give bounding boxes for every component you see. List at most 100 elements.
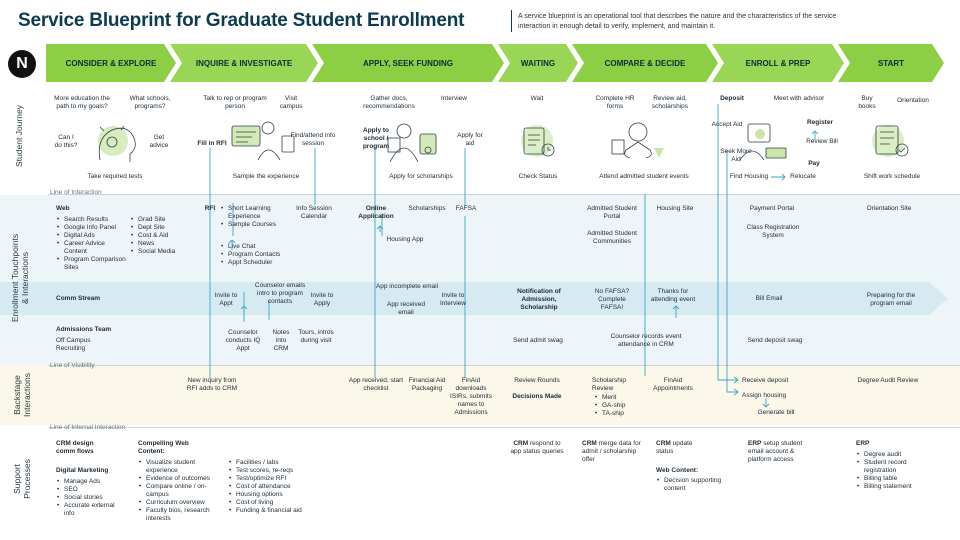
comm-counselor-emails: Counselor emails intro to program contac… (254, 282, 306, 305)
web-item: Google Info Panel (56, 224, 126, 232)
waiting-illustration (521, 125, 555, 157)
support-crm-merge: CRM merge data for admit / scholarship o… (582, 440, 641, 463)
inquire-step: Sample the experience (232, 173, 300, 180)
inquire-touch-item: Live Chat (220, 243, 296, 251)
enroll-relocate: Relocate (790, 173, 816, 180)
support-compelling: Compelling Web Content: (138, 440, 189, 455)
cw-item: Faculty bios, research interests (138, 507, 222, 523)
cw-item: Curriculum overview (138, 499, 222, 507)
apply-illustration (387, 123, 437, 163)
touch-housing-app: Housing App (386, 236, 424, 243)
backstage-degree-audit: Degree Audit Review (857, 377, 919, 384)
web-item: Social Media (130, 248, 190, 256)
admissions-tours: Tours, intros during visit (298, 329, 334, 344)
web-item: News (130, 240, 190, 248)
cw-item: Funding & financial aid (228, 507, 322, 515)
enroll-pay: Pay (808, 160, 820, 167)
line-of-visibility (48, 365, 960, 366)
start-b: Orientation (897, 97, 929, 104)
touch-housing-site: Housing Site (656, 205, 694, 212)
compare-b: Review aid, scholarships (651, 95, 689, 110)
phase-apply: APPLY, SEEK FUNDING (312, 44, 504, 82)
support-digital-marketing: Digital Marketing (56, 467, 109, 474)
web-item: Dept Site (130, 224, 190, 232)
comm-stream-band (0, 282, 948, 315)
journey-band (0, 83, 960, 193)
cw-item: Housing options (228, 491, 322, 499)
phase-inquire: INQUIRE & INVESTIGATE (170, 44, 318, 82)
support-erp-list: Degree audit Student record registration… (856, 451, 936, 491)
inquire-touch-item: Program Contacts (220, 251, 296, 259)
touch-admitted-portal: Admitted Student Portal (587, 205, 637, 220)
admissions-send-swag: Send admit swag (513, 337, 563, 344)
admissions-send-deposit-swag: Send deposit swag (747, 337, 803, 344)
dm-item: Social stories (56, 494, 126, 502)
cw-item: Test/optimize RFI (228, 475, 322, 483)
apply-c: Apply to school / program (362, 127, 390, 150)
consider-step: Take required tests (87, 173, 143, 180)
backstage-fin-aid-pack: Financial Aid Packaging (408, 377, 446, 392)
inquire-touch-item: Sample Courses (220, 221, 286, 229)
apply-b: Interview (440, 95, 467, 102)
wc-item: Decision supporting content (656, 477, 730, 493)
support-cw-list-1: Visualize student experience Evidence of… (138, 459, 222, 523)
web-item: Program Comparison Sites (56, 256, 126, 272)
dm-item: Manage Ads (56, 478, 126, 486)
touch-admitted-communities: Admitted Student Communities (587, 230, 637, 245)
phase-compare: COMPARE & DECIDE (572, 44, 718, 82)
page-title: Service Blueprint for Graduate Student E… (18, 10, 465, 31)
touch-payment-portal: Payment Portal (749, 205, 795, 212)
web-item: Digital Ads (56, 232, 126, 240)
line-of-visibility-label: Line of Visibility (50, 362, 95, 369)
touch-scholarships: Scholarships (408, 205, 446, 212)
phase-consider: CONSIDER & EXPLORE (46, 44, 176, 82)
inquire-fill-rfi: Fill in RFI (197, 140, 227, 147)
cw-item: Test scores, re-reqs (228, 467, 322, 475)
consider-q4: Get advice (149, 134, 169, 149)
inquire-d: Find/attend info session (290, 132, 336, 147)
touch-inquire-list-1: Short Learning Experience Sample Courses (220, 205, 286, 229)
backstage-finaid-appts: FinAid Appointments (653, 377, 693, 392)
cw-item: Facilities / labs (228, 459, 322, 467)
touch-rfi: RFI (204, 205, 216, 212)
title-divider (511, 10, 512, 32)
touch-fafsa: FAFSA (455, 205, 477, 212)
backstage-band (0, 365, 960, 425)
erp-item: Degree audit (856, 451, 936, 459)
backstage-finaid-downloads: FinAid downloads ISIRs, submits names to… (450, 377, 492, 416)
comm-preparing: Preparing for the program email (866, 292, 916, 307)
scholarship-item: GA-ship (594, 402, 638, 410)
admissions-counselor-records: Counselor records event attendance in CR… (610, 333, 682, 348)
scholarship-item: Merit (594, 394, 638, 402)
enroll-register: Register (806, 119, 833, 126)
admissions-team-title: Admissions Team (56, 326, 112, 333)
support-cw-list-2: Facilities / labs Test scores, re-reqs T… (228, 459, 322, 515)
apply-d: Apply for aid (457, 132, 483, 147)
comm-thanks-event: Thanks for attending event (650, 288, 696, 303)
admissions-off-campus: Off Campus Recruiting (56, 337, 91, 352)
page-description: A service blueprint is an operational to… (518, 13, 837, 30)
scholarship-item: TA-ship (594, 410, 638, 418)
line-of-internal-interaction (48, 427, 960, 428)
support-crm-respond: CRM respond to app status queries (510, 440, 564, 455)
backstage-generate-bill: Generate bill (757, 409, 795, 416)
enroll-find-housing: Find Housing (729, 173, 769, 180)
touch-orientation-site: Orientation Site (866, 205, 912, 212)
comm-stream-title: Comm Stream (56, 295, 101, 302)
touch-class-reg: Class Registration System (746, 224, 800, 239)
inquire-touch-item: Appt Scheduler (220, 259, 296, 267)
touch-online-app: Online Application (358, 205, 394, 220)
touch-web-list-1: Search Results Google Info Panel Digital… (56, 216, 126, 272)
backstage-app-received: App received, start checklist (348, 377, 404, 392)
cw-item: Evidence of outcomes (138, 475, 222, 483)
line-of-interaction (48, 194, 960, 195)
start-illustration (872, 125, 909, 157)
touch-inquire-list-2: Live Chat Program Contacts Appt Schedule… (220, 243, 296, 267)
waiting-a: Wait (530, 95, 544, 102)
erp-item: Student record registration (856, 459, 936, 475)
apply-step: Apply for scholarships (389, 173, 453, 180)
erp-item: Billing statement (856, 483, 936, 491)
backstage-receive-deposit: Receive deposit (742, 377, 789, 384)
backstage-scholarship-review: Scholarship Review (592, 377, 626, 392)
